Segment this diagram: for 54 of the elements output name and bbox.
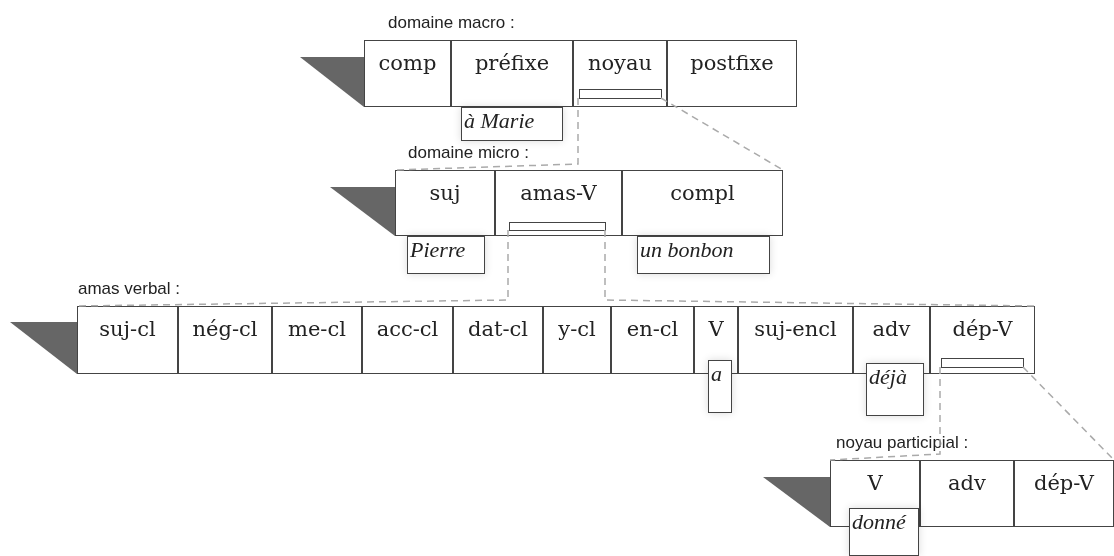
cell-label: amas-V xyxy=(520,181,597,205)
cell-label: dat-cl xyxy=(468,317,528,341)
slot-cell xyxy=(362,306,453,374)
slot-cell xyxy=(611,306,694,374)
cell-label: suj-cl xyxy=(99,317,156,341)
cell-label: compl xyxy=(670,181,735,205)
domain-heading: domaine macro : xyxy=(388,13,515,33)
slot-cell xyxy=(667,40,797,107)
word-box: à Marie xyxy=(461,107,563,141)
cell-label: me-cl xyxy=(288,317,346,341)
slot-cell xyxy=(622,170,783,236)
word-box: a xyxy=(708,360,732,413)
slot-cell xyxy=(77,306,178,374)
slot-cell xyxy=(573,40,667,107)
empty-slot xyxy=(579,89,662,99)
cell-label: y-cl xyxy=(558,317,596,341)
slot-cell xyxy=(178,306,272,374)
word-box: un bonbon xyxy=(637,236,770,274)
cell-label: préfixe xyxy=(474,51,550,75)
slot-cell xyxy=(920,460,1014,527)
cell-label: noyau xyxy=(587,51,653,75)
cell-label: V xyxy=(867,471,883,495)
cell-label: dép-V xyxy=(952,317,1013,341)
slot-cell xyxy=(364,40,451,107)
slot-cell xyxy=(1014,460,1114,527)
slot-cell xyxy=(495,170,622,236)
slot-cell xyxy=(738,306,853,374)
slot-cell xyxy=(930,306,1035,374)
slot-cell xyxy=(543,306,611,374)
cell-label: comp xyxy=(378,51,437,75)
projection-lines xyxy=(660,97,784,171)
cell-label: postfixe xyxy=(690,51,774,75)
slot-cell xyxy=(395,170,495,236)
cell-label: dép-V xyxy=(1033,471,1094,495)
word-box: déjà xyxy=(866,363,924,416)
cell-label: suj xyxy=(429,181,461,205)
domain-heading: noyau participial : xyxy=(836,433,969,453)
empty-slot xyxy=(941,358,1024,368)
cell-label: adv xyxy=(948,471,986,495)
domain-heading: domaine micro : xyxy=(408,143,529,163)
slot-cell xyxy=(272,306,362,374)
cell-label: suj-encl xyxy=(754,317,837,341)
cell-label: V xyxy=(708,317,724,341)
cell-label: acc-cl xyxy=(376,317,439,341)
cell-label: nég-cl xyxy=(192,317,258,341)
slot-cell xyxy=(453,306,543,374)
cell-label: en-cl xyxy=(626,317,679,341)
slot-cell xyxy=(451,40,573,107)
cell-label: adv xyxy=(872,317,911,341)
empty-slot xyxy=(509,222,606,231)
word-box: Pierre xyxy=(407,236,485,274)
projection-lines xyxy=(1022,366,1114,461)
word-box: donné xyxy=(849,508,919,556)
domain-heading: amas verbal : xyxy=(78,279,181,299)
